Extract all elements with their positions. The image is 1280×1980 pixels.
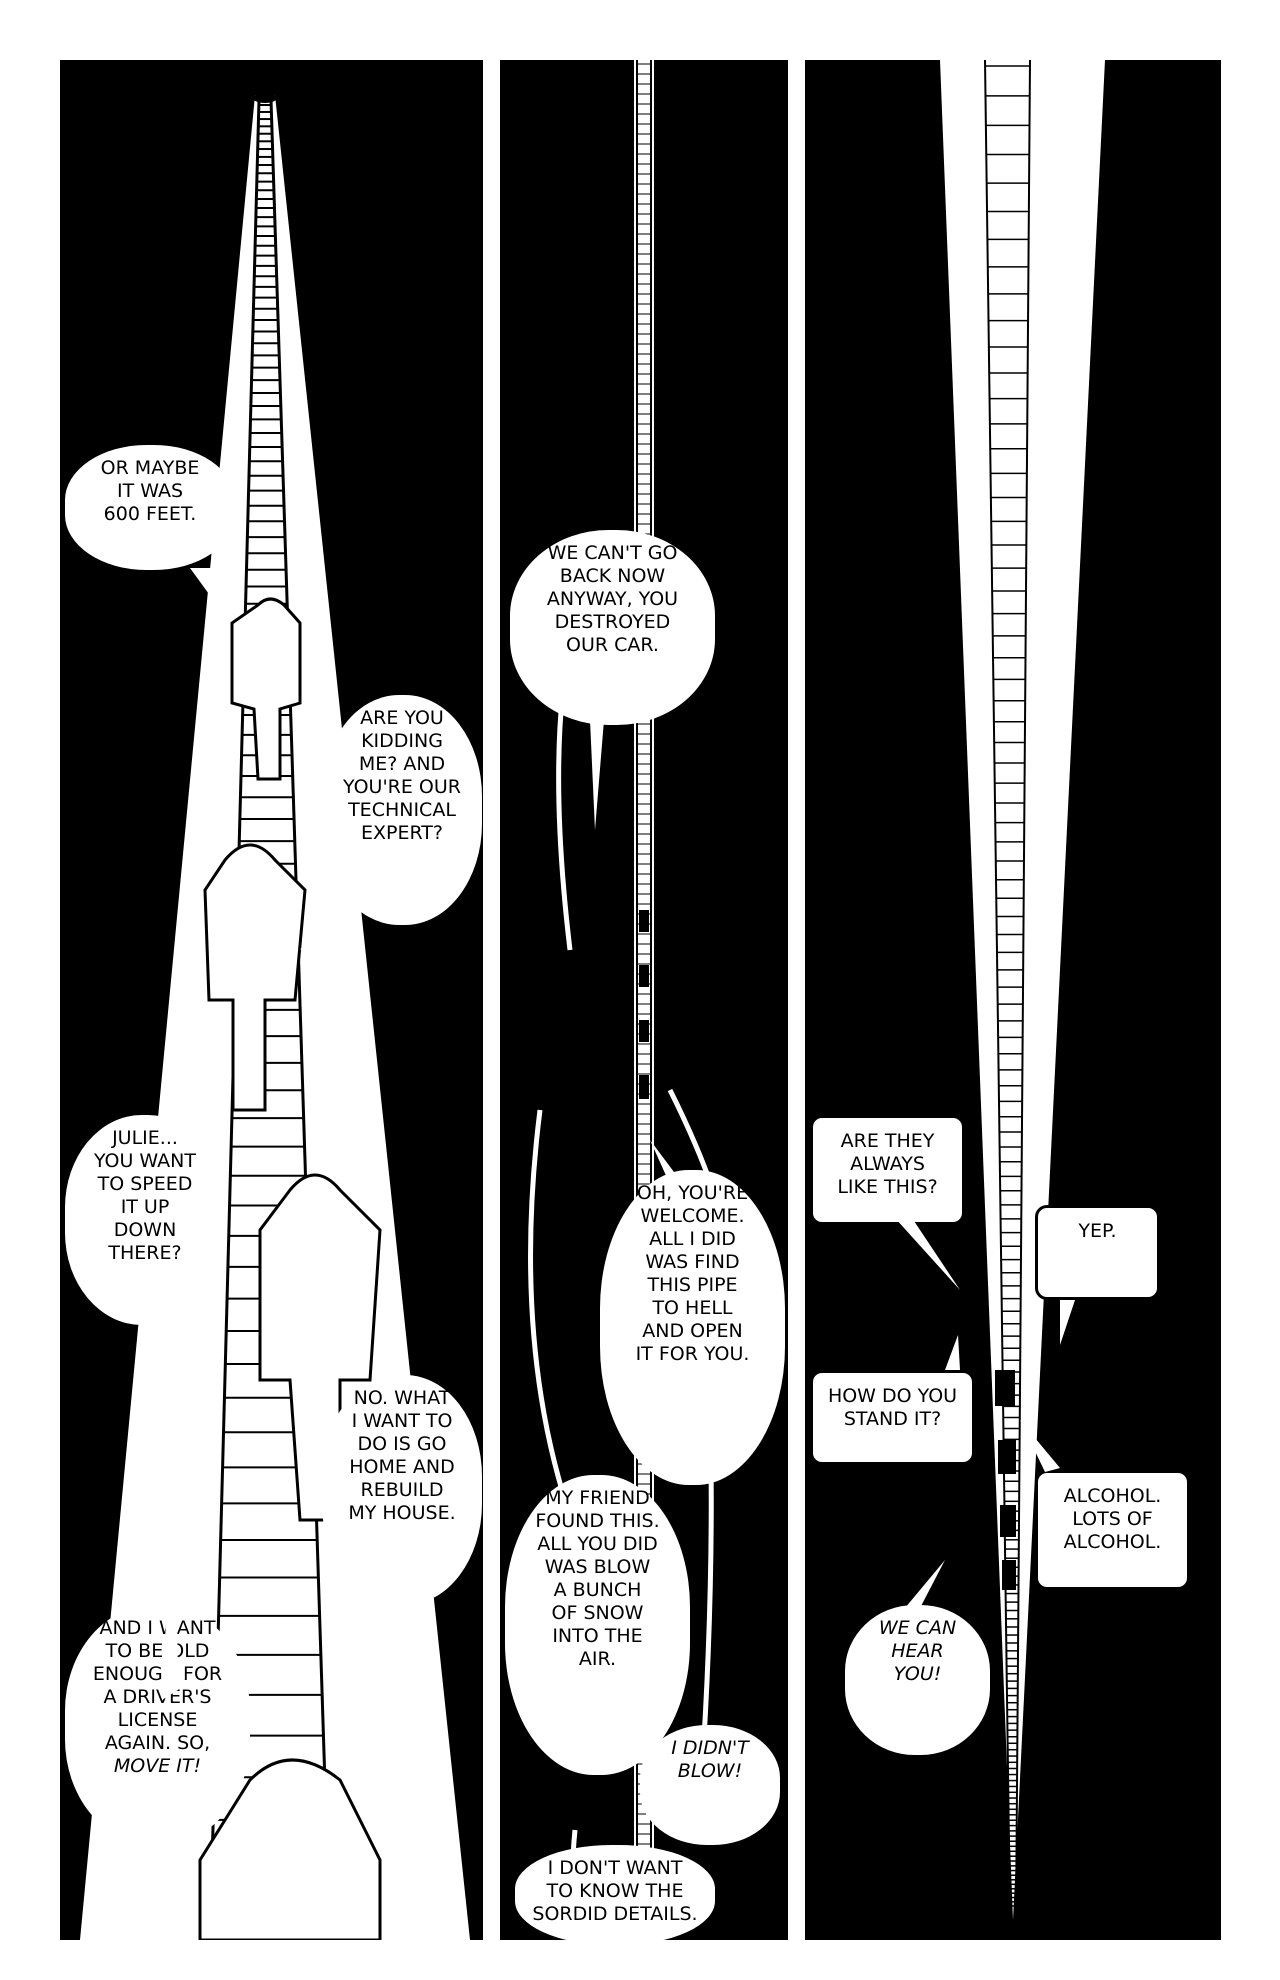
speech-text: ALCOHOL. LOTS OF ALCOHOL. [1063, 1485, 1162, 1553]
speech-text: I DIDN'T BLOW! [671, 1737, 749, 1782]
speech-bubble-sordid-details: I DON'T WANT TO KNOW THE SORDID DETAILS. [515, 1845, 715, 1940]
speech-bubble-technical-expert: ARE YOU KIDDING ME? AND YOU'RE OUR TECHN… [322, 695, 482, 925]
converging-ladder-art [940, 60, 1105, 1921]
speech-text: HOW DO YOU STAND IT? [827, 1385, 958, 1430]
speech-text: I DON'T WANT TO KNOW THE SORDID DETAILS. [532, 1857, 698, 1925]
speech-bubble-didnt-blow: I DIDN'T BLOW! [640, 1725, 780, 1845]
speech-text: OR MAYBE IT WAS 600 FEET. [100, 457, 200, 525]
speech-bubble-friend-found-this: MY FRIEND FOUND THIS. ALL YOU DID WAS BL… [505, 1475, 690, 1775]
speech-emphasis: MOVE IT! [113, 1755, 202, 1777]
speech-text: ARE THEY ALWAYS LIKE THIS? [837, 1130, 938, 1198]
speech-text: JULIE... YOU WANT TO SPEED IT UP DOWN TH… [93, 1127, 197, 1264]
speech-bubble-600-feet: OR MAYBE IT WAS 600 FEET. [65, 445, 235, 570]
speech-text: WE CAN'T GO BACK NOW ANYWAY, YOU DESTROY… [546, 542, 679, 656]
panel-2: WE CAN'T GO BACK NOW ANYWAY, YOU DESTROY… [500, 60, 788, 1940]
speech-text: WE CAN HEAR YOU! [878, 1617, 957, 1685]
speech-bubble-move-it: AND I WANT TO BE OLD ENOUGH FOR A DRIVER… [65, 1605, 250, 1845]
speech-bubble-speed-it-up: JULIE... YOU WANT TO SPEED IT UP DOWN TH… [65, 1115, 225, 1325]
speech-text: OH, YOU'RE WELCOME. ALL I DID WAS FIND T… [635, 1182, 750, 1365]
speech-bubble-stand-it: HOW DO YOU STAND IT? [810, 1370, 975, 1465]
speech-bubble-rebuild-house: NO. WHAT I WANT TO DO IS GO HOME AND REB… [322, 1375, 482, 1605]
panel-3: ARE THEY ALWAYS LIKE THIS? YEP. HOW DO Y… [805, 60, 1221, 1940]
speech-text: MY FRIEND FOUND THIS. ALL YOU DID WAS BL… [535, 1487, 660, 1670]
speech-text: YEP. [1078, 1220, 1117, 1242]
speech-bubble-always-like-this: ARE THEY ALWAYS LIKE THIS? [810, 1115, 965, 1225]
speech-bubble-alcohol: ALCOHOL. LOTS OF ALCOHOL. [1035, 1470, 1190, 1590]
speech-bubble-pipe-to-hell: OH, YOU'RE WELCOME. ALL I DID WAS FIND T… [600, 1170, 785, 1485]
speech-text: ARE YOU KIDDING ME? AND YOU'RE OUR TECHN… [343, 707, 461, 844]
speech-bubble-we-can-hear-you: WE CAN HEAR YOU! [845, 1605, 990, 1755]
speech-text: AND I WANT TO BE OLD ENOUGH FOR A DRIVER… [92, 1617, 223, 1754]
speech-bubble-yep: YEP. [1035, 1205, 1160, 1300]
speech-text: NO. WHAT I WANT TO DO IS GO HOME AND REB… [348, 1387, 456, 1524]
speech-bubble-destroyed-car: WE CAN'T GO BACK NOW ANYWAY, YOU DESTROY… [510, 530, 715, 725]
panel-1: OR MAYBE IT WAS 600 FEET. ARE YOU KIDDIN… [60, 60, 483, 1940]
